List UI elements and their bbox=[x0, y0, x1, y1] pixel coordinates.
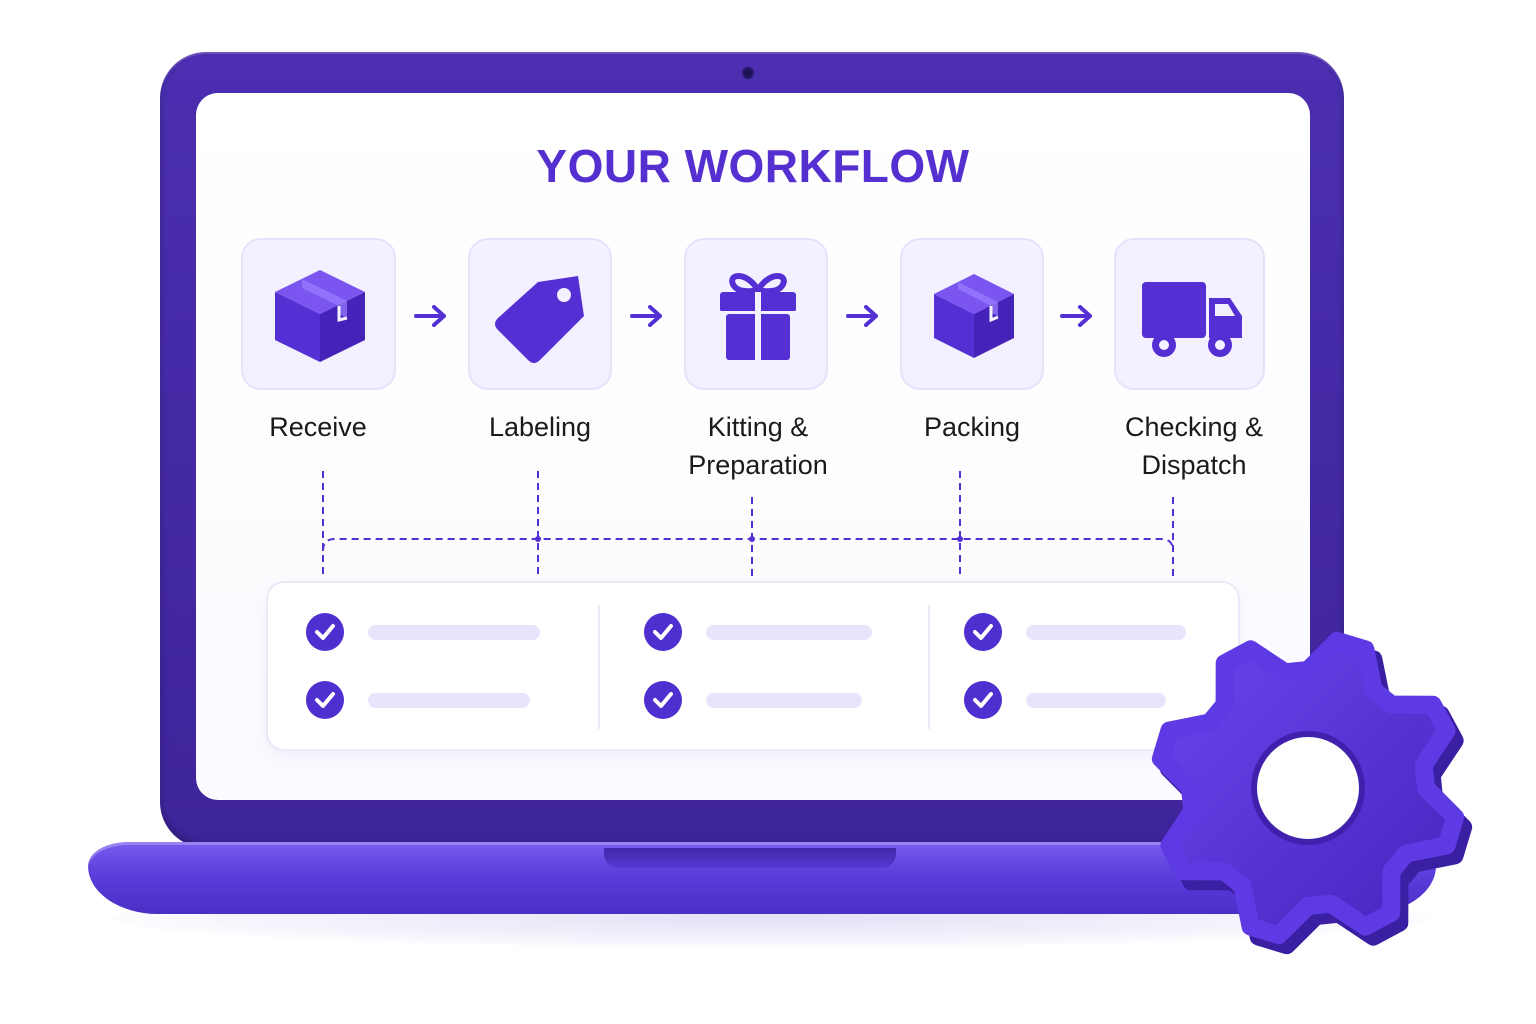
checklist-item bbox=[644, 681, 884, 721]
placeholder-bar bbox=[706, 625, 872, 640]
step-label-receive: Receive bbox=[269, 412, 367, 442]
arrow-right-icon bbox=[630, 305, 662, 327]
checklist-item bbox=[964, 681, 1204, 721]
step-label-kitting: Kitting & Preparation bbox=[688, 412, 828, 480]
placeholder-bar bbox=[706, 693, 862, 708]
arrow-right-icon bbox=[1060, 305, 1092, 327]
step-packing-tile bbox=[900, 238, 1044, 390]
column-divider bbox=[598, 605, 600, 729]
gift-icon bbox=[720, 273, 796, 360]
step-receive-tile bbox=[241, 238, 396, 390]
step-labeling-tile bbox=[468, 238, 612, 390]
truck-icon bbox=[1142, 282, 1242, 357]
box-icon bbox=[275, 270, 365, 362]
check-circle-icon bbox=[964, 681, 1002, 719]
column-divider bbox=[928, 605, 930, 729]
step-kitting-tile bbox=[684, 238, 828, 390]
placeholder-bar bbox=[1026, 693, 1166, 708]
tag-icon bbox=[495, 276, 584, 363]
checklist-item bbox=[644, 613, 884, 653]
placeholder-bar bbox=[1026, 625, 1186, 640]
step-label-packing: Packing bbox=[923, 412, 1021, 442]
arrow-right-icon bbox=[846, 305, 878, 327]
page-title: YOUR WORKFLOW bbox=[536, 140, 970, 192]
webcam bbox=[742, 67, 754, 79]
step-label-labeling: Labeling bbox=[488, 412, 592, 442]
checklist-card bbox=[266, 581, 1240, 751]
dashed-connector-lines bbox=[322, 471, 1174, 579]
placeholder-bar bbox=[368, 625, 540, 640]
arrow-right-icon bbox=[414, 305, 446, 327]
checklist-item bbox=[306, 681, 546, 721]
laptop-base-notch bbox=[604, 848, 896, 868]
checklist-item bbox=[306, 613, 546, 653]
gear-icon bbox=[1151, 631, 1473, 955]
check-circle-icon bbox=[644, 613, 682, 651]
step-label-dispatch: Checking & Dispatch bbox=[1124, 412, 1264, 480]
placeholder-bar bbox=[368, 693, 530, 708]
checklist-item bbox=[964, 613, 1204, 653]
check-circle-icon bbox=[306, 681, 344, 719]
box-icon bbox=[934, 274, 1014, 358]
step-dispatch-tile bbox=[1114, 238, 1265, 390]
laptop-screen: YOUR WORKFLOW bbox=[196, 93, 1310, 800]
check-circle-icon bbox=[964, 613, 1002, 651]
check-circle-icon bbox=[306, 613, 344, 651]
check-circle-icon bbox=[644, 681, 682, 719]
